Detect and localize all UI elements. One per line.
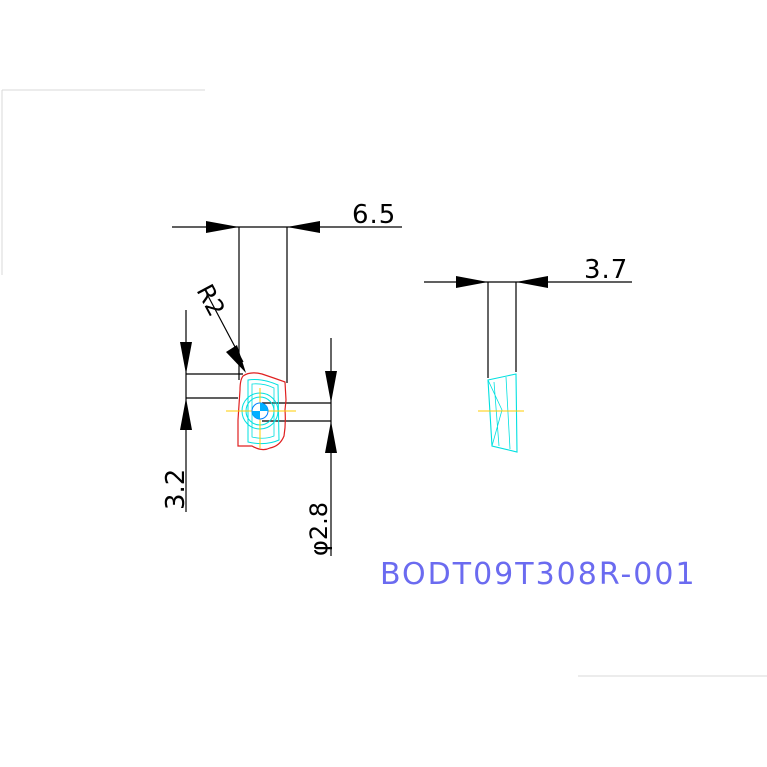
sheet-frame	[1, 89, 767, 677]
arrowhead	[456, 276, 488, 288]
arrowhead	[226, 345, 246, 373]
front-view: 6.5 R2 3.2 φ2.8	[161, 200, 402, 556]
part-number-label: BODT09T308R-001	[380, 557, 697, 592]
dimension-label-thickness: 3.7	[584, 255, 628, 285]
dimension-label-diameter: φ2.8	[305, 502, 333, 556]
insert-inner-contour	[251, 383, 275, 439]
dimension-height-left: 3.2	[161, 310, 243, 512]
arrowhead	[180, 342, 192, 374]
arrowhead	[516, 276, 548, 288]
dimension-hole-diameter: φ2.8	[262, 338, 337, 556]
center-mark-icon	[251, 402, 269, 420]
dimension-thickness: 3.7	[424, 255, 632, 378]
arrowhead	[287, 221, 320, 233]
arrowhead	[325, 371, 337, 403]
arrowhead	[180, 398, 192, 430]
insert-top-view	[226, 372, 296, 451]
arrowhead	[325, 421, 337, 453]
arrowhead	[206, 221, 239, 233]
insert-inner-contour	[247, 379, 280, 445]
dimension-label-width: 6.5	[352, 200, 396, 230]
dimension-width-top: 6.5	[172, 200, 402, 383]
dimension-radius: R2	[191, 280, 246, 373]
dimension-label-radius: R2	[191, 280, 231, 321]
side-profile-outline	[487, 373, 518, 453]
insert-side-profile	[478, 373, 524, 453]
side-view: 3.7	[424, 255, 632, 453]
insert-outline	[237, 372, 287, 451]
dimension-label-height: 3.2	[161, 469, 191, 510]
side-profile-inner	[487, 376, 511, 450]
